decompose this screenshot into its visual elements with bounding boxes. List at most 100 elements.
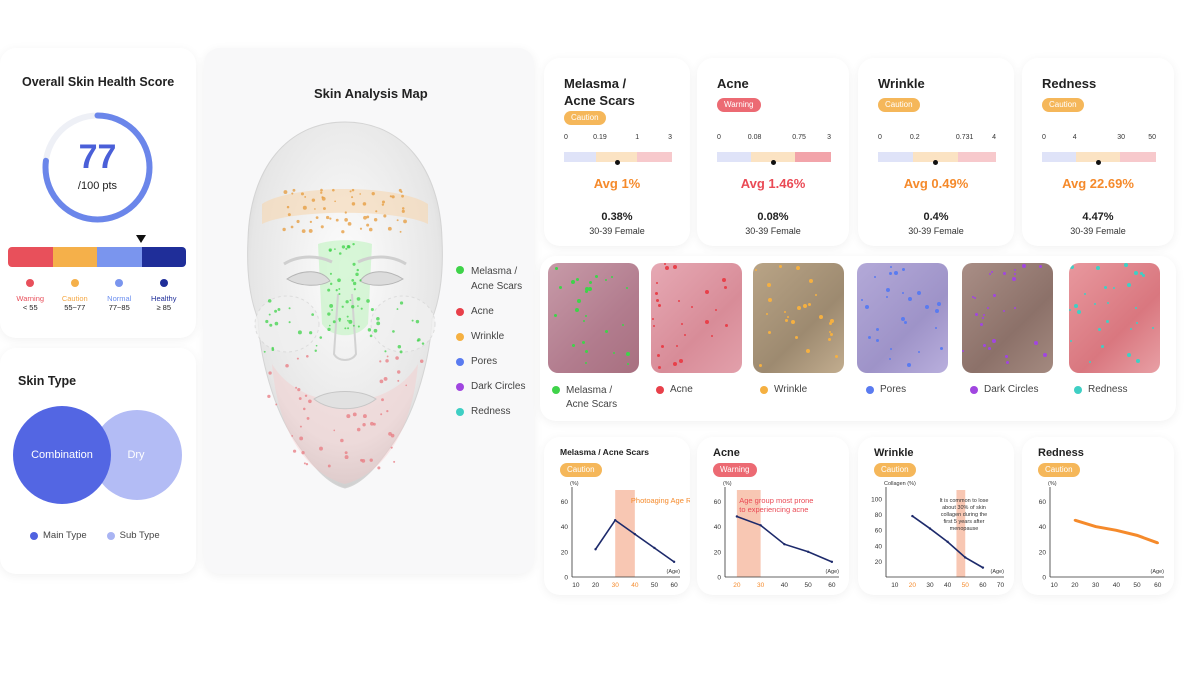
- face-spot: [399, 230, 402, 233]
- face-spot: [296, 219, 300, 224]
- texture-spot: [1127, 353, 1131, 357]
- texture-spot: [585, 350, 588, 353]
- texture-spot: [989, 273, 991, 275]
- face-spot: [397, 345, 402, 349]
- face-spot: [320, 191, 323, 194]
- map-legend-dark-circles: Dark Circles: [456, 381, 525, 392]
- face-spot: [403, 219, 407, 224]
- face-spot: [397, 370, 401, 374]
- face-spot: [329, 282, 333, 286]
- texture-spot: [1003, 272, 1006, 275]
- texture-spot: [673, 265, 677, 269]
- face-spot: [346, 414, 351, 419]
- map-legend-melasma-line2: Acne Scars: [471, 281, 523, 292]
- texture-tile-melasma: [548, 263, 639, 373]
- series-point: [1156, 541, 1159, 545]
- texture-legend-acne: Acne: [656, 384, 760, 395]
- texture-spot: [1135, 307, 1137, 309]
- map-legend: Melasma / Acne Scars Acne Wrinkle Pores …: [456, 264, 525, 417]
- texture-spot: [585, 315, 587, 317]
- face-spot: [353, 288, 356, 291]
- texture-spot: [974, 297, 976, 299]
- scale-tick-0: 0: [717, 134, 721, 141]
- series-point: [806, 550, 810, 553]
- texture-spot: [724, 286, 727, 289]
- map-legend-dark-circles-label: Dark Circles: [471, 381, 526, 392]
- texture-spot: [656, 299, 659, 302]
- scale-seg-high: [958, 152, 996, 162]
- metric-average: Avg 22.69%: [1062, 176, 1134, 191]
- metric-group: 30-39 Female: [745, 226, 801, 236]
- texture-spot: [815, 294, 817, 296]
- texture-melasma-dot: [552, 386, 560, 394]
- face-spot: [338, 317, 342, 321]
- texture-spot: [768, 331, 771, 334]
- texture-spot: [585, 362, 587, 364]
- x-tick-label: 10: [891, 582, 899, 589]
- face-spot: [379, 379, 384, 384]
- series-point: [633, 532, 637, 536]
- texture-spot: [779, 265, 782, 268]
- scale-marker: [933, 160, 939, 165]
- face-spot: [373, 328, 378, 333]
- face-spot: [332, 320, 336, 324]
- texture-spot: [1101, 345, 1104, 348]
- scale-tick-2: 0.731: [955, 134, 974, 141]
- x-tick-label: 20: [909, 582, 917, 589]
- metric-group: 30-39 Female: [908, 226, 964, 236]
- legend-main-type: Main Type: [30, 530, 87, 541]
- face-spot: [304, 195, 307, 198]
- texture-spot: [1043, 353, 1047, 357]
- texture-spot: [1096, 266, 1100, 270]
- face-spot: [421, 342, 425, 345]
- metric-title-line2: Acne Scars: [564, 93, 635, 108]
- texture-spot: [975, 313, 978, 316]
- texture-spot: [588, 287, 592, 291]
- series-point: [1135, 534, 1139, 537]
- texture-legend-pores: Pores: [866, 384, 970, 395]
- metric-scale: 0 0.08 0.75 3: [717, 134, 831, 174]
- texture-spot: [988, 347, 991, 350]
- face-spot: [362, 414, 367, 419]
- level-healthy-range: ≥ 85: [156, 303, 172, 312]
- face-spot: [352, 324, 355, 327]
- face-spot: [351, 188, 355, 192]
- texture-spot: [808, 303, 811, 306]
- face-spot: [332, 188, 335, 192]
- face-spot: [271, 348, 275, 351]
- face-spot: [368, 227, 373, 232]
- age-chart-badge: Warning: [713, 463, 757, 477]
- level-caution-range: 55~77: [64, 303, 86, 312]
- face-spot: [348, 319, 353, 324]
- texture-spot: [673, 362, 677, 366]
- x-tick-label: 50: [1133, 582, 1141, 589]
- pores-dot: [456, 357, 464, 366]
- face-spot: [352, 412, 357, 417]
- texture-spot: [1074, 304, 1078, 308]
- texture-spot: [806, 349, 810, 353]
- texture-spot: [1069, 309, 1071, 311]
- level-normal-label: Normal: [107, 294, 132, 303]
- legend-sub-type: Sub Type: [106, 530, 160, 541]
- texture-spot: [902, 268, 905, 271]
- y-tick-label: 40: [714, 524, 722, 531]
- scale-seg-mid: [596, 152, 638, 162]
- face-illustration: [247, 121, 443, 489]
- face-spot: [405, 384, 408, 387]
- face-spot: [386, 410, 389, 413]
- face-spot: [292, 449, 297, 453]
- face-spot: [369, 334, 373, 338]
- x-tick-label: 70: [997, 582, 1005, 589]
- scale-tick-1: 0.2: [909, 134, 920, 141]
- highlight-band: [956, 490, 966, 577]
- face-spot: [366, 299, 370, 303]
- map-legend-melasma-line1: Melasma /: [471, 266, 518, 277]
- texture-spot: [993, 294, 996, 297]
- face-spot: [401, 194, 404, 198]
- age-chart-title: Wrinkle: [874, 447, 914, 459]
- texture-spot: [1089, 361, 1091, 363]
- face-spot: [333, 429, 336, 432]
- texture-spot: [1005, 355, 1008, 358]
- series-point: [783, 543, 786, 546]
- texture-spot: [1077, 310, 1081, 314]
